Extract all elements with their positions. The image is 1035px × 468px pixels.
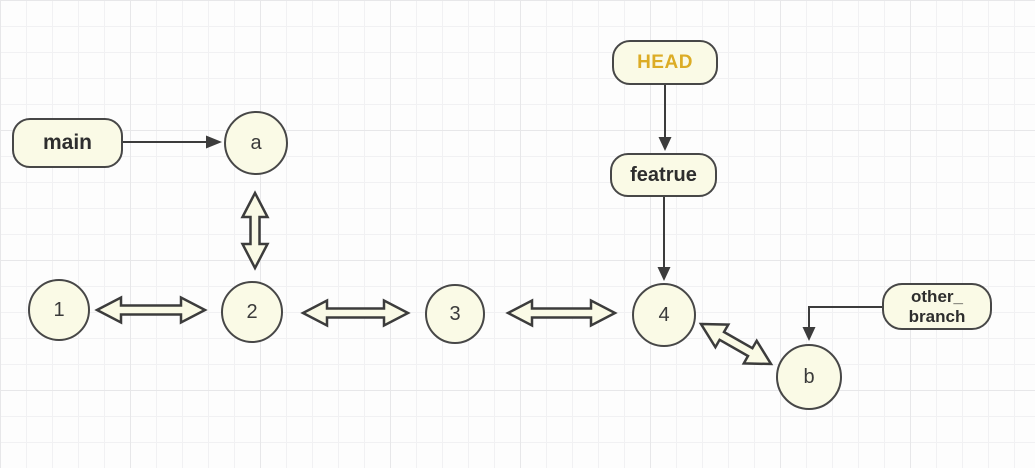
double-arrow-4-b (698, 322, 774, 366)
branch-label-other-branch-line1: other_ (911, 286, 963, 306)
double-arrow-3-4 (505, 298, 618, 328)
commit-node-1: 1 (28, 279, 90, 341)
head-pointer-label: HEAD (612, 40, 718, 85)
commit-node-4: 4 (632, 283, 696, 347)
branch-label-main: main (12, 118, 123, 168)
edge-main-to-a (123, 135, 222, 149)
double-arrow-1-2 (94, 295, 208, 325)
edge-feature-to-4 (657, 197, 671, 281)
commit-node-b: b (776, 344, 842, 410)
edge-head-to-feature (658, 85, 672, 151)
branch-label-feature: featrue (610, 153, 717, 197)
branch-label-other-branch-line2: branch (908, 306, 966, 326)
branch-label-other-branch: other_ branch (882, 283, 992, 330)
commit-node-3: 3 (425, 284, 485, 344)
commit-node-2: 2 (221, 281, 283, 343)
double-arrow-2-3 (300, 298, 411, 328)
double-arrow-a-2 (240, 190, 270, 271)
edge-other-branch-to-b (802, 306, 882, 341)
commit-node-a: a (224, 111, 288, 175)
